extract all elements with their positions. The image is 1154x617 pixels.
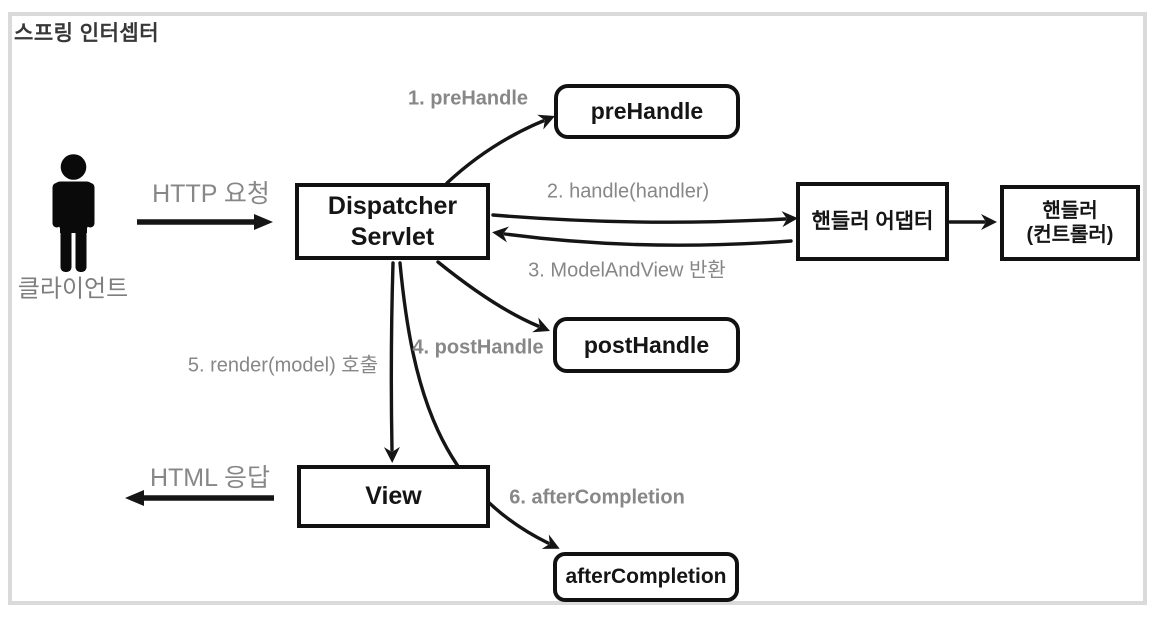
handler-line1: 핸들러 [1042, 199, 1098, 222]
label-step3: 3. ModelAndView 반환 [528, 259, 726, 282]
node-dispatcher-servlet: Dispatcher Servlet [295, 183, 490, 260]
posthandle-label: postHandle [583, 331, 710, 358]
label-step4: 4. postHandle [412, 336, 544, 359]
node-handler-controller: 핸들러 (컨트롤러) [1000, 185, 1140, 261]
label-step2: 2. handle(handler) [546, 180, 710, 203]
aftercompletion-label: afterCompletion [565, 565, 727, 589]
prehandle-label: preHandle [590, 98, 704, 125]
node-aftercompletion: afterCompletion [553, 552, 739, 602]
handler-adapter-label: 핸들러 어댑터 [811, 209, 934, 233]
label-html-response: HTML 응답 [149, 464, 271, 492]
client-label: 클라이언트 [17, 275, 129, 303]
node-view: View [297, 465, 490, 528]
label-step5: 5. render(model) 호출 [187, 354, 379, 377]
node-prehandle: preHandle [554, 84, 740, 139]
label-http-request: HTTP 요청 [152, 180, 270, 208]
dispatcher-line2: Servlet [350, 222, 435, 251]
view-label: View [365, 482, 422, 511]
dispatcher-line1: Dispatcher [327, 192, 458, 220]
node-handler-adapter: 핸들러 어댑터 [796, 182, 949, 261]
node-posthandle: postHandle [553, 317, 740, 373]
label-step6: 6. afterCompletion [509, 486, 685, 509]
diagram-title: 스프링 인터셉터 [14, 22, 160, 45]
label-step1: 1. preHandle [407, 87, 529, 110]
handler-line2: (컨트롤러) [1026, 224, 1114, 246]
